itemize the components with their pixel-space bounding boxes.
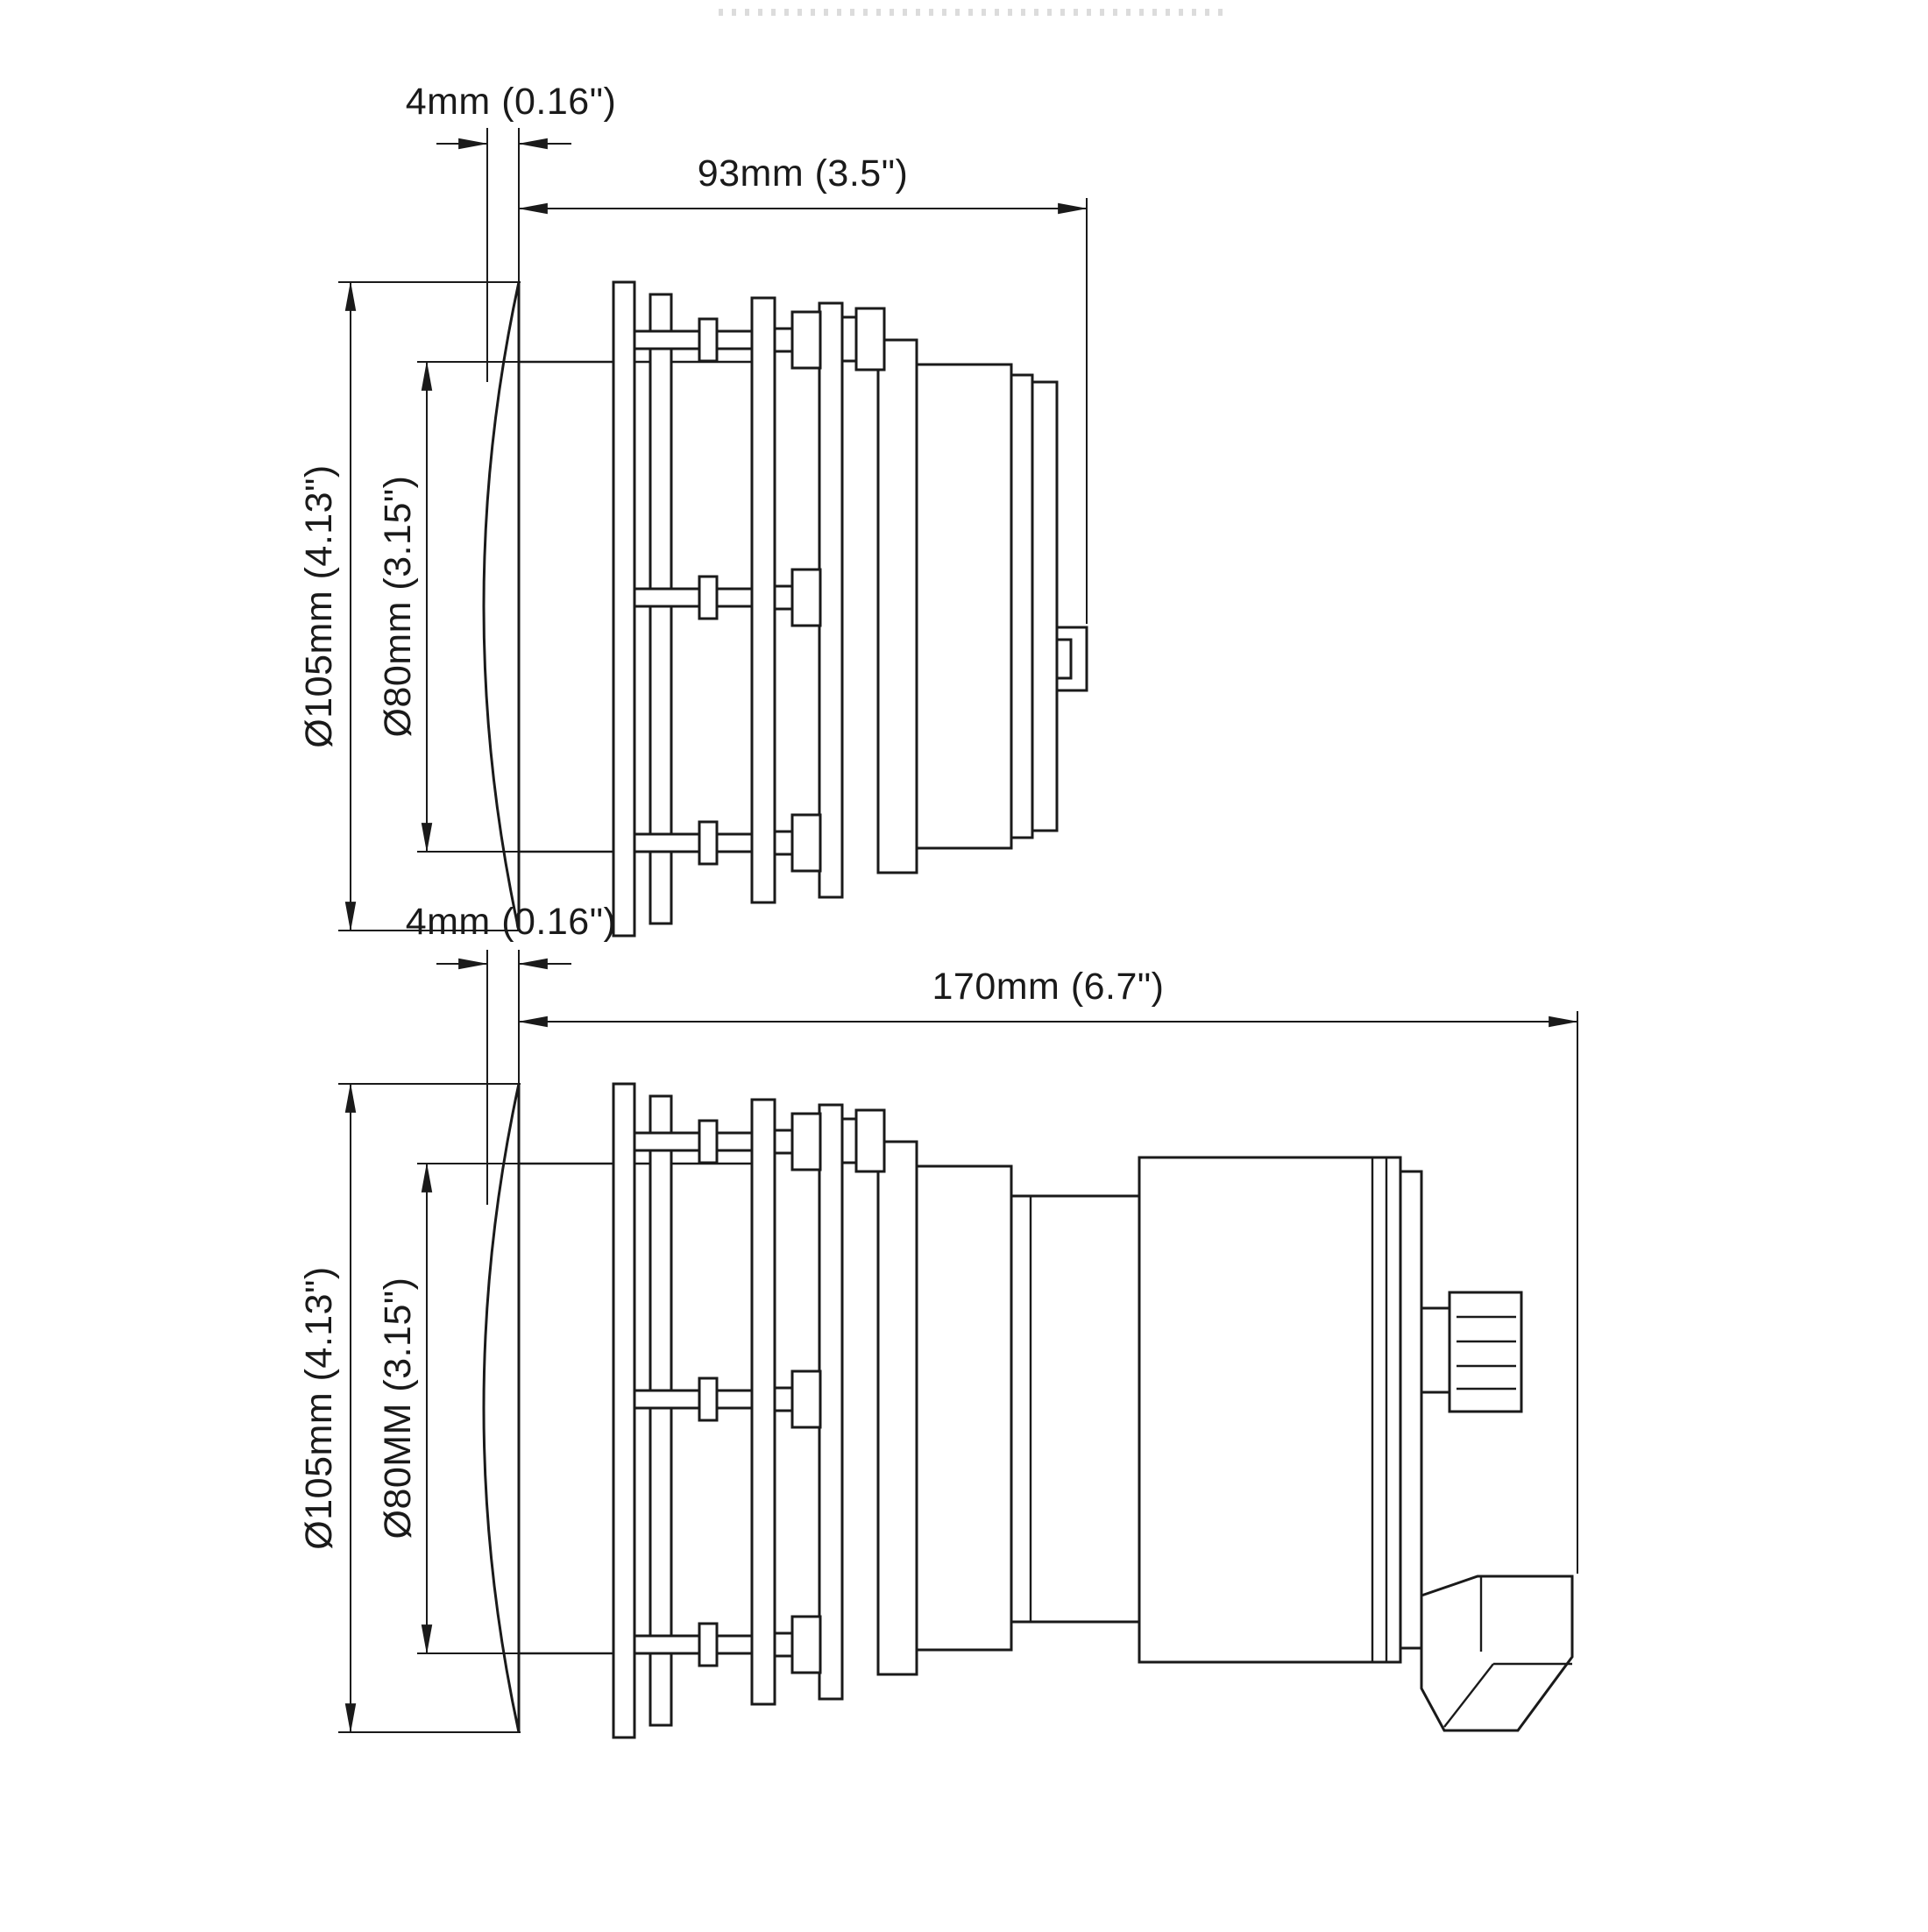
- dim-body-diameter: Ø80mm (3.15"): [377, 360, 521, 853]
- rear-ring-cap: [1031, 380, 1059, 832]
- extension-lines: [338, 1083, 521, 1733]
- rear-cylinder: [1138, 1156, 1402, 1664]
- connector-base: [1420, 1306, 1451, 1394]
- rear-tab-inner: [1055, 638, 1073, 680]
- dim-depth: 170mm (6.7"): [517, 966, 1579, 1574]
- mid-cylinder: [1010, 1194, 1141, 1624]
- dim-flange-diameter: Ø105mm (4.13"): [298, 1082, 521, 1734]
- connector-ridges: [1457, 1315, 1516, 1391]
- dim-flange-thickness: 4mm (0.16"): [406, 901, 617, 1205]
- cable-plug-lines: [1443, 1576, 1572, 1728]
- dim-depth: 93mm (3.5"): [517, 152, 1088, 624]
- dimension-label: Ø80mm (3.15"): [377, 476, 419, 738]
- device-front-assembly: [482, 1082, 1013, 1739]
- extension-lines: [417, 1163, 521, 1654]
- view-short-variant: 4mm (0.16") 93mm (3.5") Ø105mm (4.13") Ø…: [298, 81, 1088, 938]
- dimension-label: Ø105mm (4.13"): [298, 464, 340, 747]
- device-front-assembly: [482, 280, 1013, 938]
- dimension-label: Ø105mm (4.13"): [298, 1266, 340, 1549]
- rear-end-plate: [1399, 1170, 1423, 1650]
- extension-lines: [417, 361, 521, 853]
- dimension-label: 4mm (0.16"): [406, 81, 617, 123]
- dim-flange-thickness: 4mm (0.16"): [406, 81, 617, 382]
- extension-lines: [338, 281, 521, 931]
- connector-housing: [1448, 1291, 1523, 1413]
- rear-ring-outer: [1010, 373, 1034, 839]
- dimension-label: Ø80MM (3.15"): [377, 1277, 419, 1539]
- dim-flange-diameter: Ø105mm (4.13"): [298, 280, 521, 932]
- dim-body-diameter: Ø80MM (3.15"): [377, 1162, 521, 1655]
- view-long-variant: 4mm (0.16") 170mm (6.7") Ø105mm (4.13") …: [298, 901, 1579, 1739]
- dimension-label: 93mm (3.5"): [698, 152, 909, 195]
- dimension-label: 170mm (6.7"): [932, 966, 1164, 1008]
- cable-plug: [1420, 1575, 1574, 1732]
- rear-cylinder-ribs: [1371, 1157, 1388, 1662]
- dimension-label: 4mm (0.16"): [406, 901, 617, 943]
